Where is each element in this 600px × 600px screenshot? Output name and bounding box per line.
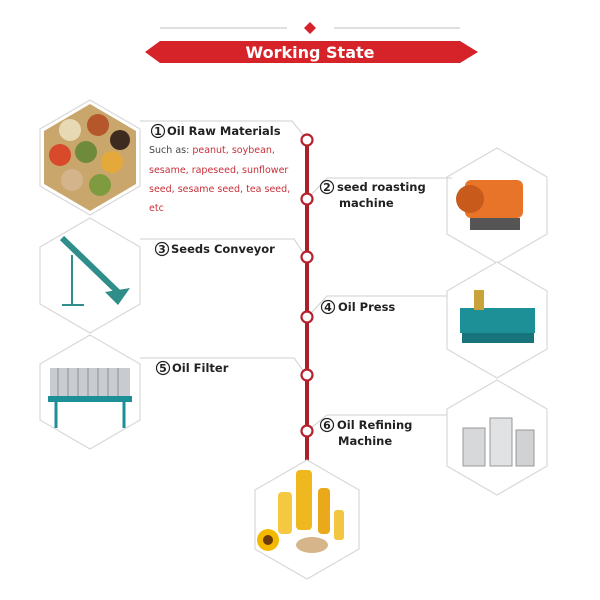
step-label: seed roasting <box>337 180 426 194</box>
timeline-node-4 <box>300 310 314 324</box>
step-2: 2 seed roasting machine <box>319 179 426 210</box>
connector-2 <box>310 177 452 196</box>
step-number: 4 <box>324 301 332 314</box>
timeline-node-2 <box>300 192 314 206</box>
step-number: 1 <box>154 125 162 138</box>
timeline-node-1 <box>300 133 314 147</box>
timeline-node-3 <box>300 250 314 264</box>
step-number-badge <box>319 417 335 433</box>
step-number: 5 <box>159 362 167 375</box>
seed-roasting-machine-image <box>446 147 548 264</box>
step-label: Seeds Conveyor <box>171 242 275 256</box>
step-label: Oil Raw Materials <box>167 124 281 138</box>
raw-materials-image <box>39 99 141 216</box>
step-number-badge <box>154 241 170 257</box>
connector-4 <box>310 295 447 314</box>
step-number: 2 <box>323 181 331 194</box>
step-6: 6 Oil Refining Machine <box>319 417 412 448</box>
connector-5 <box>140 357 305 373</box>
step-number-badge <box>155 360 171 376</box>
examples-line: sesame, rapeseed, sunflower <box>149 165 288 176</box>
step-1: 1 Oil Raw Materials Such as: peanut, soy… <box>149 123 290 214</box>
oil-filter-image <box>39 334 141 450</box>
oil-press-image <box>446 261 548 379</box>
connector-1 <box>140 120 305 137</box>
timeline-node-5 <box>300 368 314 382</box>
seeds-conveyor-image <box>39 217 141 334</box>
step-number-badge <box>150 123 166 139</box>
diamond-icon <box>304 22 316 34</box>
connector-3 <box>140 238 305 255</box>
step-number: 3 <box>158 243 166 256</box>
examples-line: peanut, soybean, <box>192 145 275 156</box>
step-3: 3 Seeds Conveyor <box>154 241 275 257</box>
edible-oil-products-image <box>254 459 360 580</box>
step-label-line2: Machine <box>338 434 392 448</box>
oil-refining-machine-image <box>446 379 548 496</box>
svg-text:Such as: peanut, soybean,: Such as: peanut, soybean, <box>149 145 275 156</box>
step-label: Oil Filter <box>172 361 229 375</box>
page-title: Working State <box>246 43 375 62</box>
step-number-badge <box>319 179 335 195</box>
step-number-badge <box>320 299 336 315</box>
step-4: 4 Oil Press <box>320 299 395 315</box>
examples-prefix: Such as: <box>149 145 192 156</box>
timeline-node-6 <box>300 424 314 438</box>
step-label-line2: machine <box>339 196 394 210</box>
examples-line: etc <box>149 203 164 214</box>
step-label: Oil Press <box>338 300 395 314</box>
examples-line: seed, sesame seed, tea seed, <box>149 184 290 195</box>
step-number: 6 <box>323 419 331 432</box>
step-5: 5 Oil Filter <box>155 360 229 376</box>
connector-6 <box>310 414 447 429</box>
step-label: Oil Refining <box>337 418 412 432</box>
title-banner <box>145 41 478 63</box>
